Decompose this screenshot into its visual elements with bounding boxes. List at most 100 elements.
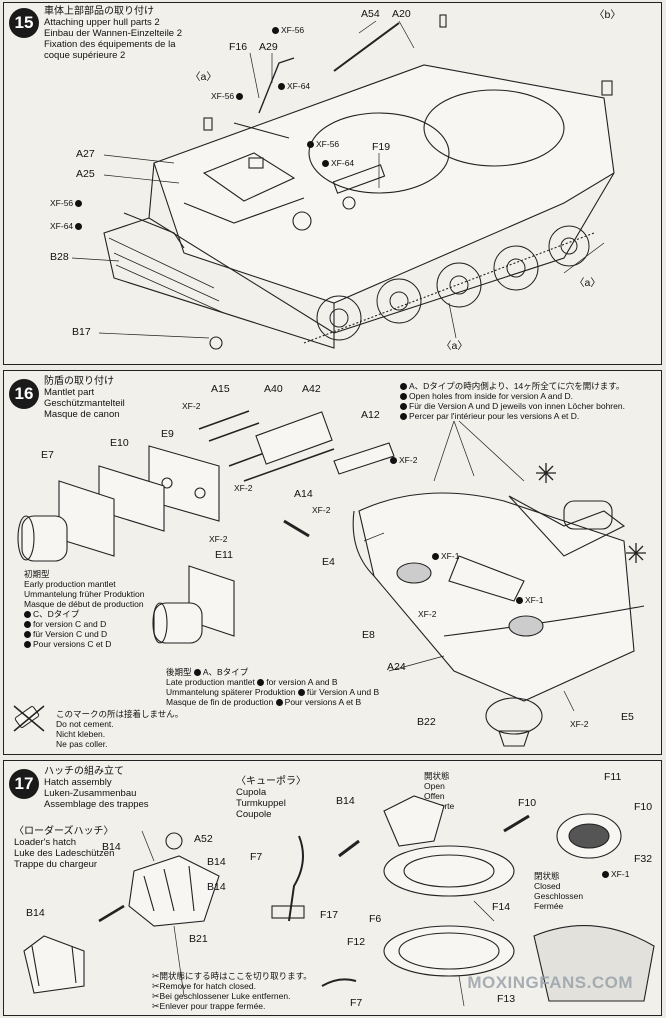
ref-label-a-bottom: 〈a〉 bbox=[441, 340, 468, 352]
paint-xf64-2: XF-64 bbox=[322, 158, 354, 168]
step-title-jp: 防盾の取り付け bbox=[44, 376, 114, 387]
paint-xf56-4: XF-56 bbox=[50, 198, 83, 208]
part-label-e10: E10 bbox=[110, 437, 129, 449]
watermark: MOXINGFANS.COM bbox=[467, 973, 633, 992]
paint-dot-icon bbox=[272, 26, 279, 34]
part-label-e9: E9 bbox=[161, 428, 174, 440]
bullet-icon bbox=[24, 631, 31, 638]
part-label-a29: A29 bbox=[259, 41, 278, 53]
drill-holes-notice: A、Dタイプの時内側より、14ヶ所全てに穴を開けます。 Open holes f… bbox=[400, 381, 625, 421]
part-label-e8: E8 bbox=[362, 629, 375, 641]
bullet-icon bbox=[297, 689, 305, 696]
part-label-f14: F14 bbox=[492, 901, 511, 913]
part-label-f10-2: F10 bbox=[634, 801, 653, 813]
paint-dot-icon bbox=[236, 92, 244, 100]
paint-dot-icon bbox=[75, 199, 83, 207]
paint-xf2-1: XF-2 bbox=[182, 401, 201, 411]
ref-label-a: 〈a〉 bbox=[190, 71, 217, 83]
bullet-icon bbox=[400, 403, 407, 410]
part-label-a14: A14 bbox=[294, 488, 313, 500]
step-title: 車体上部部品の取り付け Attaching upper hull parts 2… bbox=[44, 6, 182, 61]
no-cement-icon bbox=[13, 705, 45, 732]
bullet-icon bbox=[24, 611, 31, 618]
bullet-icon bbox=[193, 669, 201, 676]
bullet-icon bbox=[400, 393, 407, 400]
remove-for-closed-note: ✂開状態にする時はここを切り取ります。 ✂Remove for hatch cl… bbox=[152, 971, 312, 1011]
part-label-b17: B17 bbox=[72, 326, 91, 338]
paint-dot-icon bbox=[322, 159, 329, 167]
paint-xf2-3: XF-2 bbox=[234, 483, 253, 493]
paint-dot-icon bbox=[516, 596, 523, 604]
step-number-badge: 16 bbox=[9, 379, 39, 409]
paint-dot-icon bbox=[278, 82, 285, 90]
paint-dot-icon bbox=[390, 456, 397, 464]
step-title-fr-2: coque supérieure 2 bbox=[44, 50, 126, 61]
paint-xf1-2: XF-1 bbox=[516, 595, 543, 605]
bullet-icon bbox=[275, 699, 283, 706]
paint-dot-icon bbox=[75, 222, 83, 230]
step-title-fr: Fixation des équipements de la bbox=[44, 39, 176, 50]
part-label-a54: A54 bbox=[361, 8, 380, 20]
part-label-b21: B21 bbox=[189, 933, 208, 945]
part-label-f17: F17 bbox=[320, 909, 339, 921]
paint-xf56-3: XF-56 bbox=[307, 139, 339, 149]
part-label-a20: A20 bbox=[392, 8, 411, 20]
paint-xf2-4: XF-2 bbox=[312, 505, 331, 515]
part-label-b22: B22 bbox=[417, 716, 436, 728]
paint-xf1: XF-1 bbox=[602, 869, 629, 879]
step-17-panel: 17 ハッチの組み立て Hatch assembly Luken-Zusamme… bbox=[3, 760, 662, 1016]
loader-hatch-title: 〈ローダーズハッチ〉 Loader's hatch Luke des Lades… bbox=[14, 826, 115, 870]
part-label-a12: A12 bbox=[361, 409, 380, 421]
paint-xf56-1: XF-56 bbox=[272, 25, 304, 35]
part-label-f12: F12 bbox=[347, 936, 366, 948]
no-cement-legend: このマークの所は接着しません。 Do not cement. Nicht kle… bbox=[56, 709, 184, 749]
bullet-icon bbox=[400, 413, 407, 420]
mantlet-drawing bbox=[13, 410, 646, 747]
part-label-e11: E11 bbox=[215, 549, 233, 561]
part-label-f6: F6 bbox=[369, 913, 382, 925]
part-label-a15: A15 bbox=[211, 383, 230, 395]
part-label-a24: A24 bbox=[387, 661, 406, 673]
step-title-fr: Masque de canon bbox=[44, 409, 120, 420]
step-title-en: Attaching upper hull parts 2 bbox=[44, 17, 160, 28]
part-label-b14-1: B14 bbox=[102, 841, 121, 853]
part-label-b14-5: B14 bbox=[336, 795, 355, 807]
step-title: ハッチの組み立て Hatch assembly Luken-Zusammenba… bbox=[44, 766, 149, 810]
paint-xf64-1: XF-64 bbox=[278, 81, 310, 91]
part-label-f11: F11 bbox=[604, 771, 622, 783]
paint-xf1-1: XF-1 bbox=[432, 551, 459, 561]
step-number-badge: 15 bbox=[9, 8, 39, 38]
part-label-a40: A40 bbox=[264, 383, 283, 395]
paint-xf2-6: XF-2 bbox=[418, 609, 437, 619]
paint-xf56-2: XF-56 bbox=[211, 91, 244, 101]
paint-xf2-2: XF-2 bbox=[390, 455, 417, 465]
part-label-f10-1: F10 bbox=[518, 797, 537, 809]
part-label-a27: A27 bbox=[76, 148, 95, 160]
ref-label-b: 〈b〉 bbox=[594, 9, 621, 21]
step-title-de: Einbau der Wannen-Einzelteile 2 bbox=[44, 28, 183, 39]
part-label-f19: F19 bbox=[372, 141, 391, 153]
late-mantlet-caption: 後期型 A、Bタイプ Late production mantlet for v… bbox=[166, 667, 380, 707]
cupola-title: 〈キューポラ〉 Cupola Turmkuppel Coupole bbox=[236, 776, 306, 820]
paint-xf2-5: XF-2 bbox=[209, 534, 228, 544]
step-title: 防盾の取り付け Mantlet part Geschützmantelteil … bbox=[44, 376, 125, 420]
paint-xf2-7: XF-2 bbox=[570, 719, 589, 729]
bullet-icon bbox=[24, 641, 31, 648]
part-label-b14-2: B14 bbox=[207, 856, 226, 868]
hull-drawing bbox=[71, 14, 615, 350]
part-label-b14-4: B14 bbox=[26, 907, 45, 919]
part-label-a52: A52 bbox=[194, 833, 213, 845]
part-label-b28: B28 bbox=[50, 251, 69, 263]
ref-label-a-right: 〈a〉 bbox=[574, 277, 601, 289]
step-title-de: Geschützmantelteil bbox=[44, 398, 125, 409]
step-title-en: Hatch assembly bbox=[44, 777, 112, 788]
paint-xf64-3: XF-64 bbox=[50, 221, 83, 231]
bullet-icon bbox=[24, 621, 31, 628]
part-label-e4: E4 bbox=[322, 556, 335, 568]
part-label-f7-1: F7 bbox=[250, 851, 263, 863]
bullet-icon bbox=[257, 679, 265, 686]
step-title-en: Mantlet part bbox=[44, 387, 95, 398]
part-label-f7-2: F7 bbox=[350, 997, 363, 1009]
part-label-a25: A25 bbox=[76, 168, 95, 180]
